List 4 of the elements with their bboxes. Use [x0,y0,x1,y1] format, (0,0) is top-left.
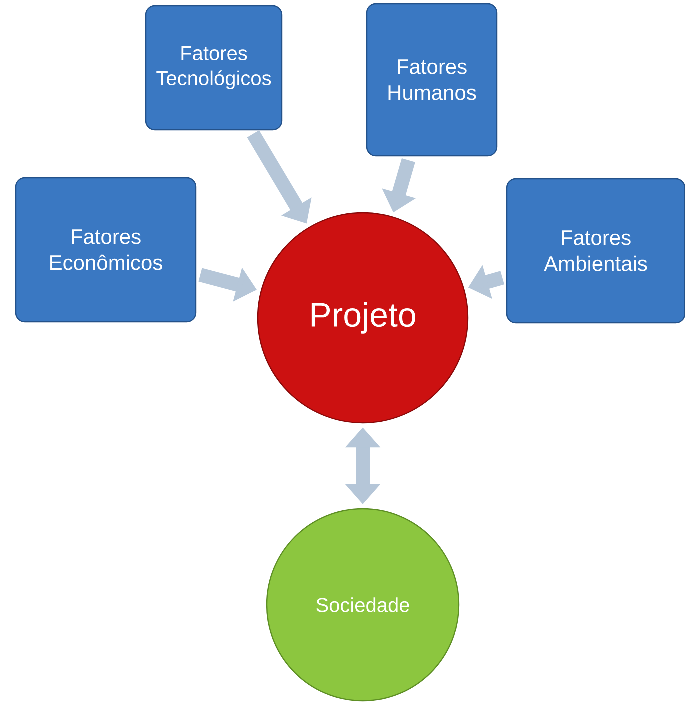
factor-box: Fatores Humanos [366,3,498,157]
factor-box: Fatores Tecnológicos [145,5,283,131]
factor-box: Fatores Econômicos [15,177,197,323]
factor-box: Fatores Ambientais [506,178,685,324]
